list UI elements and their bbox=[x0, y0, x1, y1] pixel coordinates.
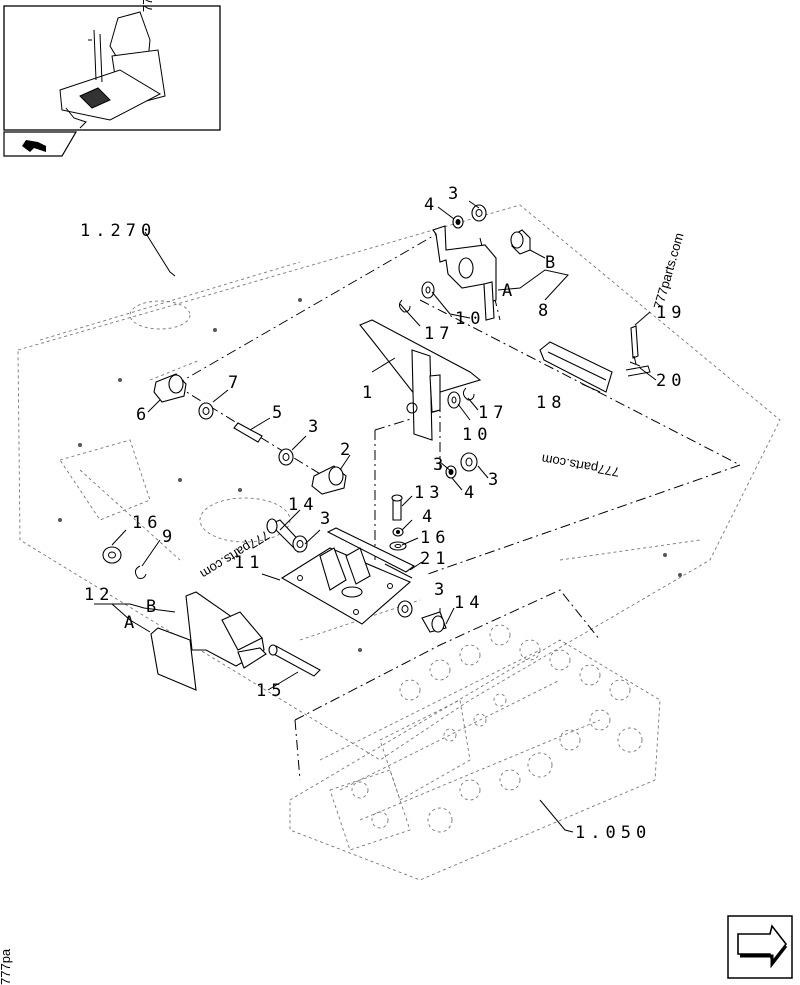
callout-3d: 3 bbox=[488, 470, 503, 490]
callout-19: 19 bbox=[656, 303, 686, 323]
callout-15: 15 bbox=[256, 681, 286, 701]
watermark-bottom-left: 777pa bbox=[0, 948, 13, 985]
callout-a8: A bbox=[502, 281, 517, 301]
callout-8: 8 bbox=[538, 301, 553, 321]
callout-3a: 3 bbox=[448, 184, 463, 204]
part-15-pin[interactable] bbox=[268, 644, 321, 677]
part-3-collar-left[interactable] bbox=[278, 448, 294, 466]
callout-11: 11 bbox=[234, 553, 264, 573]
callout-4b: 4 bbox=[464, 483, 479, 503]
callout-14b: 14 bbox=[454, 593, 484, 613]
watermark-middle: 777parts.com bbox=[540, 451, 620, 479]
watermark-right-vertical: 777parts.com bbox=[650, 231, 686, 311]
callout-9: 9 bbox=[162, 527, 177, 547]
part-4-washer-lower[interactable] bbox=[392, 527, 404, 537]
part-12-cover[interactable] bbox=[150, 591, 267, 691]
callout-b8: B bbox=[545, 253, 560, 273]
part-16-washer-right[interactable] bbox=[389, 541, 407, 551]
callout-16b: 16 bbox=[420, 528, 450, 548]
part-17-clip-lower[interactable] bbox=[462, 387, 475, 401]
part-3-collar-bottom[interactable] bbox=[397, 600, 413, 618]
part-19-pin[interactable] bbox=[629, 325, 641, 367]
callout-6: 6 bbox=[136, 405, 151, 425]
overview-thumbnail[interactable] bbox=[3, 5, 221, 131]
part-3-collar-mid[interactable] bbox=[460, 452, 478, 472]
callout-12: 12 bbox=[84, 585, 114, 605]
callout-10a: 10 bbox=[455, 309, 485, 329]
part-17-clip-upper[interactable] bbox=[398, 299, 411, 313]
callout-18: 18 bbox=[536, 393, 566, 413]
part-16-washer-left[interactable] bbox=[102, 546, 122, 564]
callout-b12: B bbox=[146, 597, 161, 617]
part-3-collar-top[interactable] bbox=[471, 204, 487, 222]
part-4-washer-top[interactable] bbox=[452, 215, 464, 229]
bushing-upper[interactable] bbox=[510, 229, 531, 255]
callout-13: 13 bbox=[414, 483, 444, 503]
control-valve-assembly bbox=[289, 624, 661, 881]
callout-7: 7 bbox=[228, 373, 243, 393]
part-1-pedal[interactable] bbox=[359, 319, 482, 441]
previous-page-button[interactable] bbox=[3, 131, 78, 157]
part-14-bolt-right[interactable] bbox=[421, 611, 447, 633]
callout-17a: 17 bbox=[424, 324, 454, 344]
callout-5: 5 bbox=[272, 403, 287, 423]
callout-leaders bbox=[94, 200, 657, 833]
part-11-base-plate[interactable] bbox=[280, 527, 416, 625]
callout-10b: 10 bbox=[462, 425, 492, 445]
frame-outline bbox=[17, 204, 781, 761]
callout-3f: 3 bbox=[434, 580, 449, 600]
part-8-bracket[interactable] bbox=[432, 225, 497, 321]
callout-17b: 17 bbox=[478, 403, 508, 423]
part-3-collar-lower[interactable] bbox=[292, 535, 308, 553]
callout-1: 1 bbox=[362, 383, 377, 403]
callout-4c: 4 bbox=[422, 507, 437, 527]
callout-16a: 16 bbox=[132, 513, 162, 533]
part-6-shaft[interactable] bbox=[153, 373, 187, 403]
back-arrow-icon bbox=[22, 140, 46, 152]
callout-20: 20 bbox=[656, 371, 686, 391]
callout-a12: A bbox=[124, 613, 139, 633]
part-18-block[interactable] bbox=[539, 341, 613, 393]
ref-valve-1050: 1.050 bbox=[575, 823, 651, 843]
callout-3e: 3 bbox=[320, 509, 335, 529]
next-page-button[interactable] bbox=[727, 915, 793, 979]
callout-3b: 3 bbox=[308, 417, 323, 437]
thumbnail-corner-watermark: 77 bbox=[140, 0, 155, 12]
part-2-shaft[interactable] bbox=[311, 465, 347, 495]
part-9-clip[interactable] bbox=[134, 565, 147, 579]
part-7-collar[interactable] bbox=[198, 402, 214, 420]
callout-14a: 14 bbox=[288, 495, 318, 515]
part-5-pin[interactable] bbox=[233, 422, 263, 443]
part-10-washer-upper[interactable] bbox=[421, 281, 435, 299]
callout-4a: 4 bbox=[424, 195, 439, 215]
ref-frame-1270: 1.270 bbox=[80, 221, 156, 241]
callout-2: 2 bbox=[340, 440, 355, 460]
callout-21: 21 bbox=[420, 549, 450, 569]
part-10-washer-lower[interactable] bbox=[447, 391, 461, 409]
part-21-shim[interactable] bbox=[384, 563, 413, 579]
part-20-clip[interactable] bbox=[625, 365, 651, 377]
valve-spool-bosses bbox=[351, 624, 643, 833]
callout-labels: 1.270 1.050 3 4 B A 8 10 17 19 20 18 1 1… bbox=[80, 184, 686, 843]
callout-3c: 3 bbox=[433, 455, 448, 475]
part-13-bolt[interactable] bbox=[391, 494, 403, 521]
